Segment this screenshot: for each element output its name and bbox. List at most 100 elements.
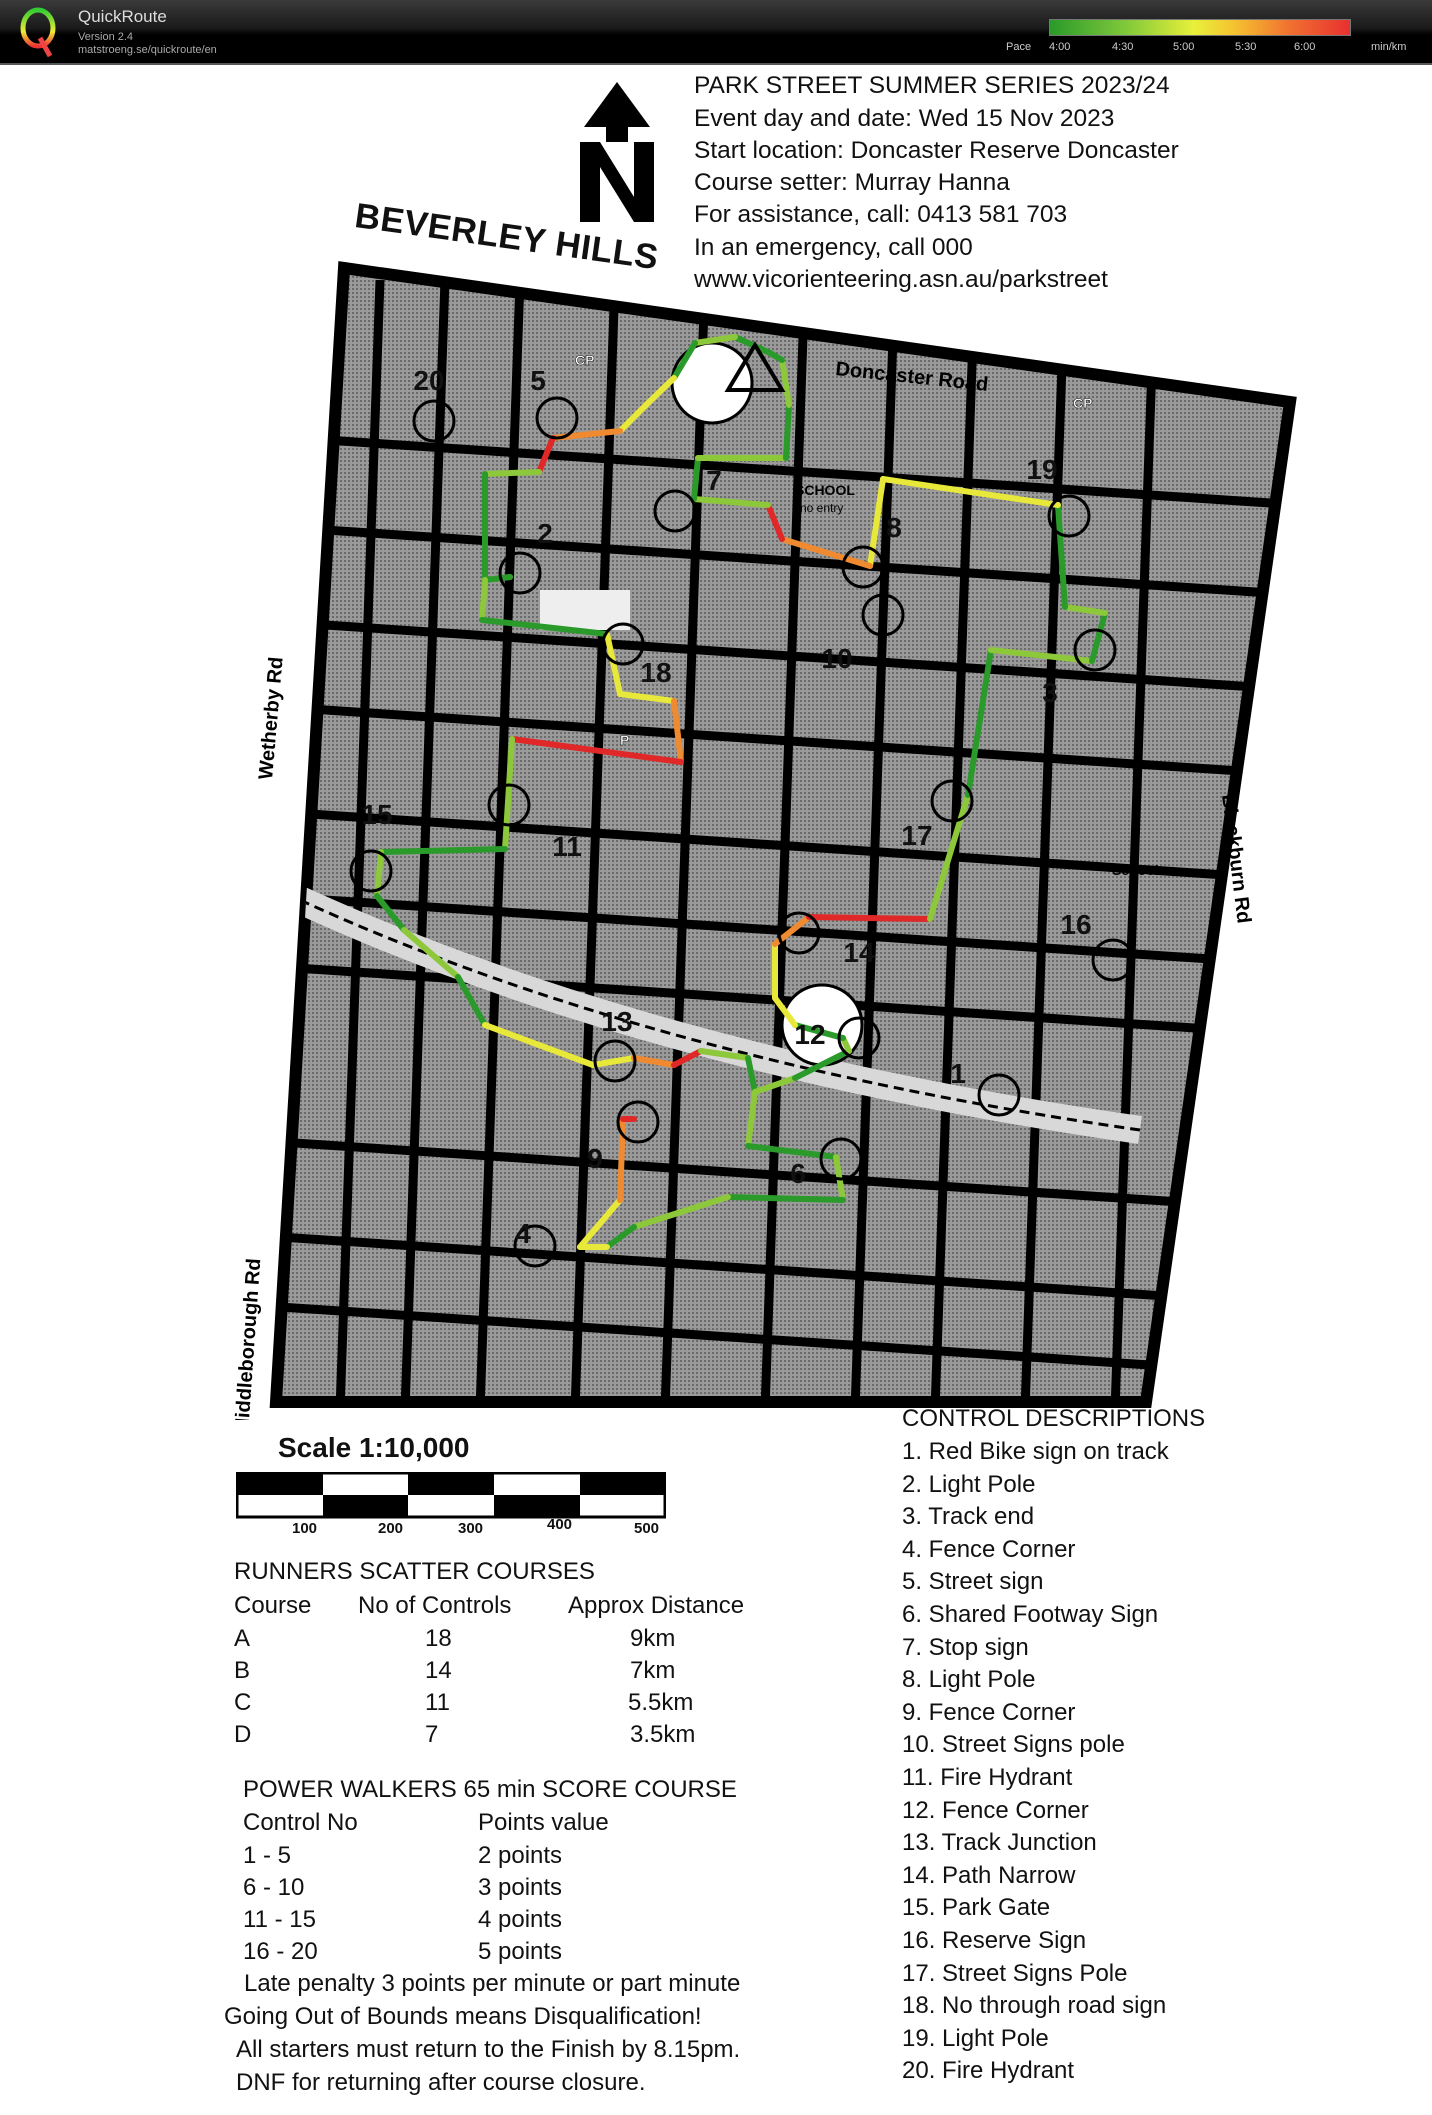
route-segment [479, 577, 488, 623]
route-segment [536, 435, 556, 475]
runners-cell: 9km [630, 1625, 676, 1652]
control-number: 3 [1042, 677, 1058, 708]
route-segment [671, 1048, 704, 1068]
north-arrow-icon [580, 82, 654, 222]
control-number: 10 [821, 643, 852, 674]
road [570, 279, 620, 1402]
road [276, 1230, 1290, 1310]
pace-tick: 6:00 [1294, 41, 1316, 53]
road [760, 279, 810, 1402]
control-description-item: 14. Path Narrow [902, 1861, 1076, 1889]
route-segment [671, 698, 684, 765]
runners-cell: 7km [630, 1657, 676, 1684]
no-entry-label: no entry [800, 501, 843, 515]
route-segment [1062, 604, 1108, 616]
route-segment [482, 1022, 596, 1068]
runners-cell: 7 [425, 1721, 439, 1748]
control-description-item: 13. Track Junction [902, 1829, 1097, 1857]
road [276, 700, 1290, 780]
runners-cell: A [234, 1625, 251, 1652]
app-url: matstroeng.se/quickroute/en [78, 44, 217, 56]
route-segment [401, 927, 461, 980]
road [276, 520, 1290, 600]
control-circle[interactable] [1073, 628, 1117, 672]
route-segment [752, 1075, 798, 1095]
control-circle[interactable] [1091, 938, 1135, 982]
scale-tick: 400 [547, 1516, 573, 1533]
walkers-cell: 3 points [478, 1874, 563, 1901]
event-emergency: In an emergency, call 000 [694, 234, 973, 261]
control-number: 15 [361, 799, 392, 830]
quickroute-logo-icon [20, 7, 56, 58]
control-number: 4 [515, 1218, 531, 1249]
route-segment [692, 334, 738, 346]
walkers-cell: 1 - 5 [243, 1842, 292, 1869]
control-description-item: 4. Fence Corner [902, 1535, 1076, 1563]
route-segment [927, 792, 971, 922]
road-label-middleborough: Middleborough Rd [231, 1258, 265, 1420]
app-name: QuickRoute [78, 7, 167, 26]
route-segment [671, 340, 698, 381]
control-circle[interactable] [841, 545, 885, 589]
route-segment [378, 846, 508, 855]
route-segment [1055, 502, 1068, 610]
runners-header: No of Controls [358, 1592, 512, 1619]
control-circle[interactable] [593, 1039, 637, 1083]
scale-bar [236, 1472, 666, 1519]
control-description-item: 2. Light Pole [902, 1470, 1036, 1498]
pace-color-scale [1049, 19, 1351, 36]
walkers-note: DNF for returning after course closure. [236, 2069, 646, 2096]
control-description-item: 1. Red Bike sign on track [902, 1438, 1169, 1465]
control-circle[interactable] [930, 779, 974, 823]
runners-cell: C [234, 1689, 252, 1716]
control-circle[interactable] [837, 1016, 881, 1060]
route-segment [604, 1224, 637, 1250]
control-circle[interactable] [1047, 494, 1091, 538]
event-start: Start location: Doncaster Reserve Doncas… [694, 137, 1179, 164]
runners-title: RUNNERS SCATTER COURSES [234, 1558, 595, 1585]
scale-tick: 100 [292, 1520, 318, 1537]
route-segment [783, 402, 792, 461]
route-segment [482, 574, 513, 583]
route-segment [644, 375, 677, 407]
road [850, 279, 900, 1402]
control-circle[interactable] [513, 1224, 557, 1268]
pace-tick: 4:30 [1112, 41, 1134, 53]
walkers-note: Late penalty 3 points per minute or part… [244, 1970, 741, 1997]
scale-title: Scale 1:10,000 [278, 1432, 470, 1463]
route-segment [988, 647, 1095, 664]
control-circle[interactable] [861, 593, 905, 637]
event-setter: Course setter: Murray Hanna [694, 169, 1010, 196]
oval [670, 341, 754, 425]
event-assistance: For assistance, call: 0413 581 703 [694, 201, 1068, 228]
control-circle[interactable] [349, 849, 393, 893]
control-description-item: 3. Track end [902, 1503, 1035, 1531]
walkers-cell: 2 points [478, 1842, 563, 1869]
route-segment [745, 1055, 758, 1095]
road-label-wetherby: Wetherby Rd [255, 656, 288, 780]
control-circle[interactable] [601, 622, 645, 666]
road [475, 279, 525, 1402]
control-description-item: 18. No through road sign [902, 1992, 1167, 2020]
control-description-item: 16. Reserve Sign [902, 1927, 1087, 1954]
route-segment [792, 1048, 852, 1081]
route-segment [691, 455, 701, 502]
control-description-item: 12. Fence Corner [902, 1796, 1089, 1824]
route-segment [767, 350, 785, 363]
control-circle[interactable] [653, 489, 697, 533]
control-circle[interactable] [412, 399, 456, 443]
control-circle[interactable] [487, 783, 531, 827]
control-circle[interactable] [819, 1137, 863, 1181]
control-circle[interactable] [616, 1100, 660, 1144]
control-circle[interactable] [535, 396, 579, 440]
road [276, 615, 1290, 695]
control-circle[interactable] [498, 551, 542, 595]
route-segment [1089, 610, 1108, 664]
event-website: www.vicorienteering.asn.au/parkstreet [694, 266, 1108, 293]
control-number: 7 [706, 465, 722, 496]
event-date: Event day and date: Wed 15 Nov 2023 [694, 105, 1115, 132]
control-circle[interactable] [977, 1073, 1021, 1117]
control-circle[interactable] [777, 911, 821, 955]
control-description-item: 9. Fence Corner [902, 1698, 1076, 1726]
